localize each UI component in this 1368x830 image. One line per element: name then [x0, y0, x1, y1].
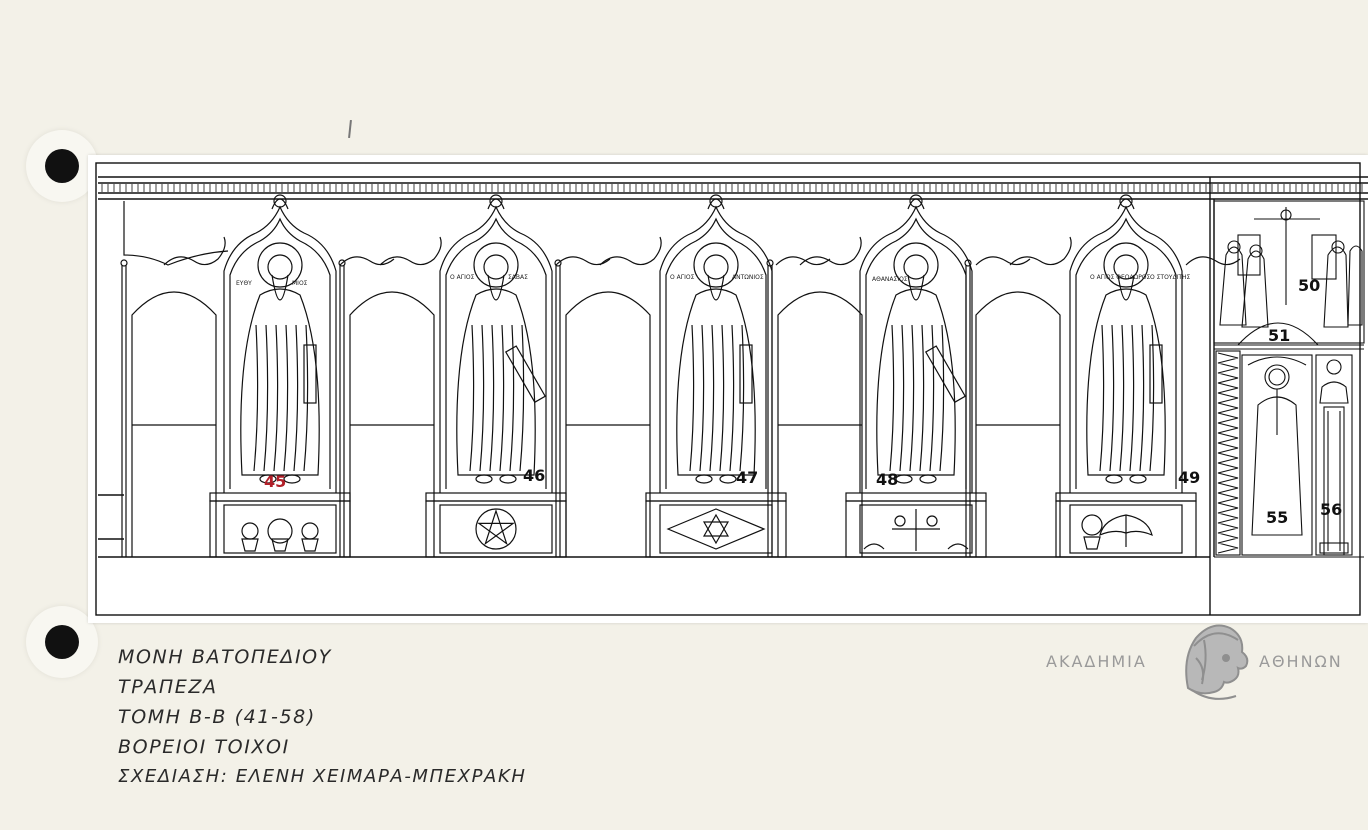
punch-hole-bottom	[26, 606, 98, 678]
plinth-cap	[845, 492, 987, 502]
halo	[257, 242, 303, 288]
drawing-caption: ΜΟΝΗ ΒΑΤΟΠΕΔΙΟΥ ΤΡΑΠΕΖΑ ΤΟΜΗ Β-Β (41-58)…	[118, 642, 526, 792]
plinth-cap	[1055, 492, 1197, 502]
plant-leaves	[301, 522, 319, 540]
plinth-cap	[645, 492, 787, 502]
caption-drawn-by: ΣΧΕΔΙΑΣΗ: ΕΛΕΝΗ ΧΕΙΜΑΡΑ-ΜΠΕΧΡΑΚΗ	[118, 766, 527, 787]
robe	[1086, 288, 1166, 476]
plinth	[1055, 500, 1197, 558]
panel-number-48: 48	[876, 470, 898, 489]
saint-panel-48	[799, 194, 1031, 558]
blind-arch	[131, 291, 217, 557]
panel-number-49: 49	[1178, 468, 1200, 487]
number-51: 51	[1268, 326, 1290, 345]
plant-pot	[271, 538, 289, 552]
halo	[893, 242, 939, 288]
pencil-mark	[348, 119, 352, 139]
robe	[676, 288, 756, 476]
head	[483, 254, 509, 280]
caption-section: ΤΟΜΗ Β-Β (41-58)	[118, 706, 316, 728]
scroll	[739, 344, 753, 404]
inscription-47-left: Ο ΑΓΙΟΣ	[670, 274, 695, 281]
head	[1113, 254, 1139, 280]
robe	[240, 288, 320, 476]
halo	[473, 242, 519, 288]
panel-number-45: 45	[264, 472, 286, 491]
saint-panel-46	[379, 194, 611, 558]
saint-panel-45	[163, 194, 395, 558]
logo-word-left: ΑΚΑΔΗΜΙΑ	[1046, 652, 1147, 671]
blind-arch	[349, 291, 435, 557]
punch-hole-top	[26, 130, 98, 202]
drawing-sheet: 50 51 55 56 45 46 47 48 49 ΕΥΘΥ ΜΙΟΣ Ο Α…	[88, 155, 1368, 623]
blind-arch	[975, 291, 1061, 557]
number-50: 50	[1298, 276, 1320, 295]
academy-of-athens-logo: ΑΚΑΔΗΜΙΑ ΑΘΗΝΩΝ	[1046, 618, 1358, 710]
plinth	[425, 500, 567, 558]
scroll	[1149, 344, 1163, 404]
halo	[1103, 242, 1149, 288]
plant-pot	[301, 538, 319, 552]
inscription-47-right: ΑΝΤΩΝΙΟΣ	[732, 274, 764, 281]
scroll	[924, 345, 967, 404]
inscription-46-right: ΣΑΒΑΣ	[508, 274, 528, 281]
panel-number-46: 46	[523, 466, 545, 485]
plinth-cap	[209, 492, 351, 502]
pentagram	[477, 509, 515, 546]
inscription-49-right: Ο ΣΤΟΥΔΙΤΗΣ	[1150, 274, 1191, 281]
caption-refectory: ΤΡΑΠΕΖΑ	[118, 676, 218, 698]
inscription-49-left: Ο ΑΓΙΟΣ ΘΕΟΔΩΡΟΣ	[1090, 274, 1151, 281]
plant-leaves	[241, 522, 259, 540]
scroll	[303, 344, 317, 404]
blind-arch	[777, 291, 863, 557]
inscription-45-left: ΕΥΘΥ	[236, 280, 252, 287]
robe	[876, 288, 956, 476]
panel-number-47: 47	[736, 468, 758, 487]
caption-monastery: ΜΟΝΗ ΒΑΤΟΠΕΔΙΟΥ	[118, 646, 332, 668]
plant-leaves	[1081, 514, 1103, 536]
plinth	[845, 500, 987, 558]
diamond	[666, 508, 766, 550]
plant-leaves	[267, 518, 293, 544]
head	[703, 254, 729, 280]
scroll	[504, 345, 547, 404]
inscription-48-left: ΑΘΑΝΑΣΙΟΣ	[872, 276, 908, 283]
number-56: 56	[1320, 500, 1342, 519]
wall-elevation-drawing: 50 51 55 56 45 46 47 48 49 ΕΥΘΥ ΜΙΟΣ Ο Α…	[95, 162, 1368, 616]
halo	[693, 242, 739, 288]
plant-pot	[1083, 536, 1101, 550]
athena-head-icon	[1185, 624, 1249, 700]
number-55: 55	[1266, 508, 1288, 527]
hexagram-down	[702, 521, 730, 545]
hexagram-up	[702, 513, 730, 537]
plinth	[645, 500, 787, 558]
head	[903, 254, 929, 280]
logo-word-right: ΑΘΗΝΩΝ	[1259, 652, 1343, 671]
caption-walls: ΒΟΡΕΙΟΙ ΤΟΙΧΟΙ	[118, 736, 290, 758]
saint-panel-49	[1009, 194, 1241, 558]
inscription-46-left: Ο ΑΓΙΟΣ	[450, 274, 475, 281]
head	[267, 254, 293, 280]
plinth-cap	[425, 492, 567, 502]
inscription-45-right: ΜΙΟΣ	[292, 280, 308, 287]
blind-arch	[565, 291, 651, 557]
plinth	[209, 500, 351, 558]
saint-panel-47	[599, 194, 831, 558]
robe	[456, 288, 536, 476]
plant-pot	[241, 538, 259, 552]
